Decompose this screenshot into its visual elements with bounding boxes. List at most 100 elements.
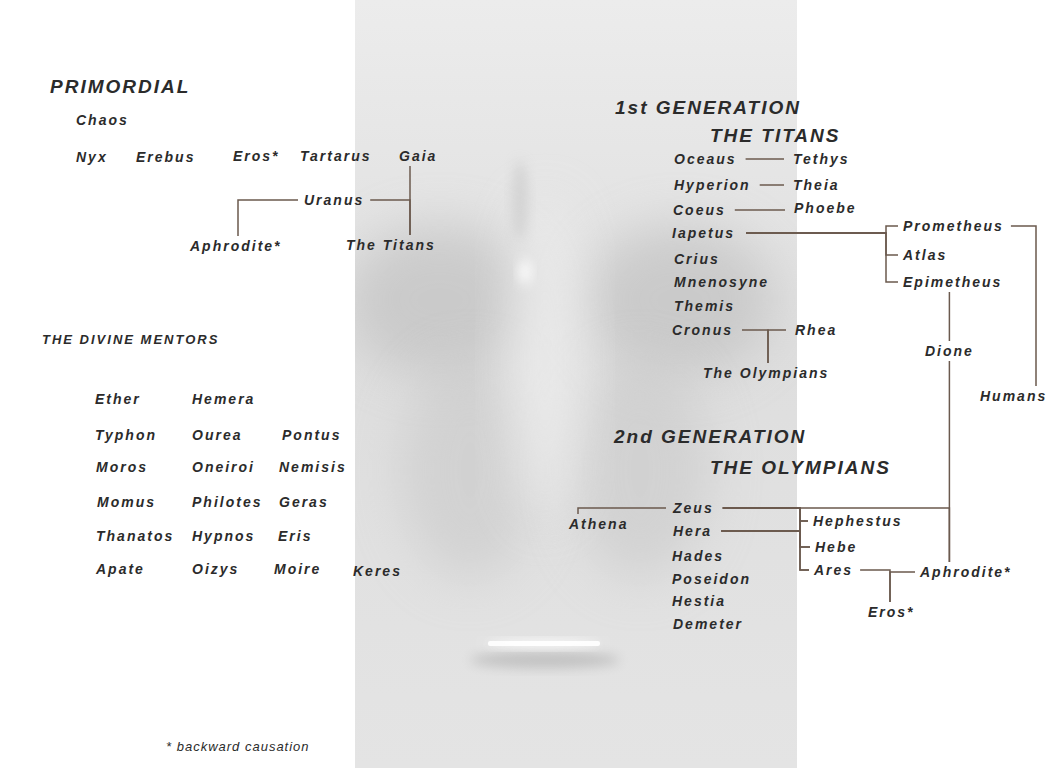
- deity-label: Hephestus: [813, 513, 903, 529]
- deity-label: Athena: [569, 516, 628, 532]
- deity-label: The Olympians: [703, 365, 829, 381]
- deity-label: Gaia: [399, 148, 437, 164]
- deity-name: Themis: [673, 298, 736, 314]
- lineage-line: [949, 292, 951, 341]
- deity-label: Apate: [96, 561, 145, 577]
- section-heading: THE DIVINE MENTORS: [42, 332, 219, 348]
- deity-name: Oizys: [191, 561, 240, 577]
- deity-name: Phoebe: [793, 200, 858, 216]
- lineage-line: [735, 209, 785, 211]
- deity-name: Nyx: [75, 149, 109, 165]
- deity-name: Zeus: [672, 500, 715, 516]
- deity-label: Momus: [97, 494, 156, 510]
- deity-name: Geras: [278, 494, 330, 510]
- deity-name: Philotes: [191, 494, 263, 510]
- deity-label: Aphrodite*: [190, 238, 282, 254]
- section-heading: PRIMORDIAL: [50, 76, 190, 98]
- deity-name: Iapetus: [671, 225, 736, 241]
- footnote: * backward causation: [166, 739, 310, 755]
- deity-name: Nemisis: [278, 459, 348, 475]
- deity-name: Eros*: [867, 604, 916, 620]
- deity-label: Poseidon: [672, 571, 751, 587]
- deity-name: Ether: [94, 391, 142, 407]
- lineage-line: [721, 531, 809, 570]
- deity-label: Prometheus: [903, 218, 1004, 234]
- deity-name: Hebe: [814, 539, 858, 555]
- deity-label: Crius: [674, 251, 720, 267]
- section-heading: THE OLYMPIANS: [710, 457, 891, 479]
- lineage-line: [723, 508, 808, 521]
- deity-name: The Titans: [345, 237, 437, 253]
- lineage-line: [860, 570, 890, 602]
- deity-name: Hemera: [191, 391, 256, 407]
- deity-label: Chaos: [76, 112, 129, 128]
- deity-label: Ares: [814, 562, 853, 578]
- deity-name: Uranus: [303, 192, 365, 208]
- deity-label: Hebe: [815, 539, 857, 555]
- lineage-line: [890, 572, 915, 602]
- deity-name: Athena: [568, 516, 629, 532]
- deity-name: Ourea: [191, 427, 243, 443]
- lineage-line: [238, 200, 298, 236]
- deity-label: Aphrodite*: [920, 564, 1012, 580]
- lineage-line: [746, 158, 784, 160]
- deity-name: Apate: [95, 561, 146, 577]
- deity-name: Hera: [672, 523, 713, 539]
- deity-label: Moire: [274, 561, 321, 577]
- deity-name: Eros*: [232, 148, 281, 164]
- deity-name: Aphrodite*: [189, 238, 283, 254]
- deity-name: Coeus: [672, 202, 727, 218]
- deity-label: Rhea: [795, 322, 837, 338]
- deity-label: Iapetus: [672, 225, 735, 241]
- deity-label: Eros*: [233, 148, 280, 164]
- deity-name: Crius: [673, 251, 721, 267]
- deity-label: Zeus: [673, 500, 714, 516]
- deity-name: Hyperion: [673, 177, 752, 193]
- lineage-line: [721, 521, 808, 531]
- deity-name: Hypnos: [191, 528, 256, 544]
- deity-label: Hypnos: [192, 528, 255, 544]
- lineage-line: [1011, 226, 1036, 386]
- deity-label: Coeus: [673, 202, 726, 218]
- deity-label: Ourea: [192, 427, 242, 443]
- deity-label: Thanatos: [96, 528, 174, 544]
- deity-name: Moire: [273, 561, 322, 577]
- lineage-line: [721, 531, 810, 547]
- deity-name: Rhea: [794, 322, 838, 338]
- deity-label: Keres: [353, 563, 402, 579]
- deity-name: Poseidon: [671, 571, 752, 587]
- deity-name: Cronus: [671, 322, 734, 338]
- deity-label: Hestia: [672, 593, 726, 609]
- deity-label: Oceaus: [674, 151, 737, 167]
- deity-label: Pontus: [282, 427, 341, 443]
- deity-name: Oceaus: [673, 151, 738, 167]
- deity-name: Prometheus: [902, 218, 1005, 234]
- deity-name: Atlas: [902, 247, 948, 263]
- deity-name: Thanatos: [95, 528, 175, 544]
- deity-name: Hestia: [671, 593, 727, 609]
- deity-label: Atlas: [903, 247, 947, 263]
- lineage-line: [760, 184, 784, 186]
- lineage-line: [370, 200, 410, 235]
- deity-label: Hera: [673, 523, 712, 539]
- deity-label: Theia: [793, 177, 840, 193]
- lineage-line: [746, 233, 898, 255]
- deity-label: Ether: [95, 391, 141, 407]
- deity-name: Mnenosyne: [673, 274, 770, 290]
- deity-name: Eris: [277, 528, 313, 544]
- section-heading: 1st GENERATION: [615, 97, 801, 119]
- deity-label: Eros*: [868, 604, 915, 620]
- deity-label: Dione: [925, 343, 974, 359]
- deity-label: Oizys: [192, 561, 239, 577]
- deity-label: Hades: [672, 548, 724, 564]
- deity-label: Oneiroi: [192, 459, 255, 475]
- deity-label: Tethys: [793, 151, 850, 167]
- lineage-line: [723, 508, 810, 547]
- deity-name: Humans: [979, 388, 1048, 404]
- deity-label: Mnenosyne: [674, 274, 769, 290]
- lineage-line: [723, 508, 950, 562]
- section-heading: 2nd GENERATION: [614, 426, 806, 448]
- deity-name: Hephestus: [812, 513, 904, 529]
- deity-name: Tartarus: [299, 148, 373, 164]
